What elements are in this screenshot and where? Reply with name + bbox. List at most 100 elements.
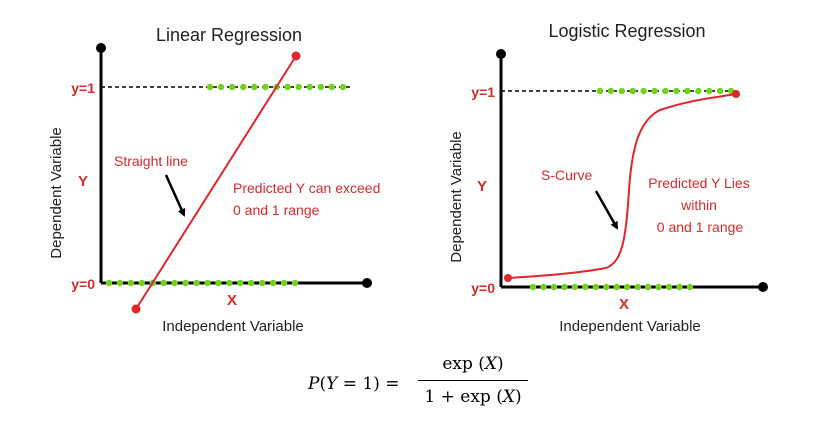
linear-regression-panel: Linear Regression y=1 y=0 Y Dependent Va… — [48, 25, 380, 335]
logistic-y1-data-point — [607, 87, 615, 95]
logistic-y1-data-point — [684, 87, 691, 95]
logistic-x-letter: X — [619, 296, 629, 313]
linear-y1-data-point — [251, 83, 258, 91]
logistic-y0-data-point — [613, 283, 620, 291]
formula-fraction-bar — [418, 380, 528, 381]
logistic-y0-data-point — [676, 283, 683, 291]
linear-y-axis-label: Dependent Variable — [48, 127, 65, 258]
logistic-curve-label: S-Curve — [541, 167, 593, 183]
linear-y0-label: y=0 — [71, 276, 95, 292]
linear-y0-data-point — [248, 279, 255, 287]
logistic-y1-data-point — [706, 87, 713, 95]
formula-y: Y — [326, 374, 338, 394]
formula-num-func: exp — [442, 354, 473, 374]
linear-y0-data-point — [269, 279, 277, 287]
formula-lhs: P(Y = 1) = — [308, 374, 399, 394]
logistic-y0-data-point — [644, 283, 652, 291]
logistic-regression-panel: Logistic Regression y=1 y=0 Y Dependent … — [448, 21, 768, 335]
logistic-x-axis-label: Independent Variable — [559, 318, 701, 335]
logistic-y0-data-points — [529, 283, 694, 291]
linear-y0-data-point — [182, 279, 189, 287]
formula-open-paren: ( — [319, 374, 327, 394]
logistic-y0-data-point — [582, 283, 589, 291]
logistic-x-axis-end-dot — [758, 282, 768, 292]
formula-den-prefix: 1 + exp — [424, 387, 491, 407]
logistic-y0-data-point — [655, 283, 662, 291]
linear-y0-data-point — [171, 279, 178, 287]
logistic-y1-data-point — [695, 87, 702, 95]
logistic-y1-data-point — [673, 87, 680, 95]
formula-den-open: ( — [490, 387, 503, 407]
logistic-probability-formula: P(Y = 1) = exp (X) 1 + exp (X) — [300, 352, 530, 412]
linear-y0-data-point — [280, 279, 288, 287]
formula-p: P — [308, 374, 320, 394]
linear-y-axis-end-dot — [96, 43, 106, 53]
linear-fit-line-end-top — [291, 51, 301, 61]
linear-fit-line-end-bottom — [131, 304, 141, 314]
logistic-y0-data-point — [550, 283, 558, 291]
linear-y-letter: Y — [78, 173, 88, 190]
logistic-y0-data-point — [624, 283, 631, 291]
linear-curve-arrow — [164, 174, 186, 217]
logistic-annotation-line3: 0 and 1 range — [657, 219, 744, 235]
logistic-y0-data-point — [540, 283, 547, 291]
linear-y0-data-point — [259, 279, 266, 287]
logistic-y0-data-point — [529, 283, 537, 291]
logistic-y0-label: y=0 — [471, 280, 495, 296]
logistic-annotation-line2: within — [680, 197, 717, 213]
linear-y1-data-point — [217, 83, 225, 91]
linear-y0-data-point — [226, 279, 233, 287]
linear-y1-label: y=1 — [71, 80, 95, 96]
logistic-y0-data-point — [571, 283, 579, 291]
logistic-s-curve — [507, 93, 737, 279]
linear-y0-data-point — [160, 279, 167, 287]
diagram-canvas: Linear Regression y=1 y=0 Y Dependent Va… — [48, 21, 768, 335]
linear-y1-data-point — [339, 83, 347, 91]
logistic-y1-data-points — [596, 87, 735, 95]
linear-x-letter: X — [227, 292, 237, 309]
logistic-y1-data-point — [651, 87, 658, 95]
logistic-y1-data-point — [629, 87, 636, 95]
logistic-y0-data-point — [665, 283, 673, 291]
logistic-y0-data-point — [634, 283, 641, 291]
logistic-y1-data-point — [618, 87, 625, 95]
linear-y0-data-point — [105, 279, 113, 287]
logistic-y-axis-label: Dependent Variable — [448, 131, 465, 262]
logistic-y1-data-point — [640, 87, 647, 95]
linear-y1-data-point — [295, 83, 302, 91]
formula-equals-one: = 1) = — [337, 374, 400, 394]
linear-y1-data-point — [328, 83, 336, 91]
linear-fit-line — [135, 55, 297, 310]
formula-denominator: 1 + exp (X) — [418, 385, 528, 409]
linear-x-axis-end-dot — [362, 278, 372, 288]
linear-y0-data-point — [237, 279, 244, 287]
linear-y1-data-point — [240, 83, 247, 91]
linear-curve-label: Straight line — [114, 153, 188, 169]
linear-y0-data-point — [138, 279, 145, 287]
logistic-curve-arrow — [594, 190, 619, 230]
linear-y1-data-points — [206, 83, 347, 91]
linear-annotation-line2: 0 and 1 range — [233, 202, 320, 218]
logistic-y0-data-point — [686, 283, 694, 291]
linear-title: Linear Regression — [156, 25, 302, 45]
logistic-curve-end-right — [732, 90, 740, 98]
formula-den-x: X — [502, 387, 515, 407]
linear-y0-data-point — [116, 279, 124, 287]
logistic-curve-end-left — [504, 274, 512, 282]
logistic-y1-data-point — [596, 87, 604, 95]
logistic-y0-data-point — [561, 283, 568, 291]
linear-y0-data-point — [204, 279, 211, 287]
linear-y1-data-point — [262, 83, 269, 91]
logistic-y1-data-point — [716, 87, 724, 95]
formula-num-close: ) — [497, 354, 504, 374]
logistic-y-letter: Y — [477, 178, 487, 195]
linear-y1-data-point — [317, 83, 324, 91]
linear-y1-data-point — [206, 83, 214, 91]
formula-num-x: X — [484, 354, 498, 374]
logistic-y0-data-point — [603, 283, 610, 291]
linear-y1-data-point — [229, 83, 236, 91]
logistic-y-axis-end-dot — [496, 49, 506, 59]
linear-y0-data-point — [127, 279, 135, 287]
formula-den-close: ) — [514, 387, 522, 407]
linear-y1-data-point — [284, 83, 291, 91]
